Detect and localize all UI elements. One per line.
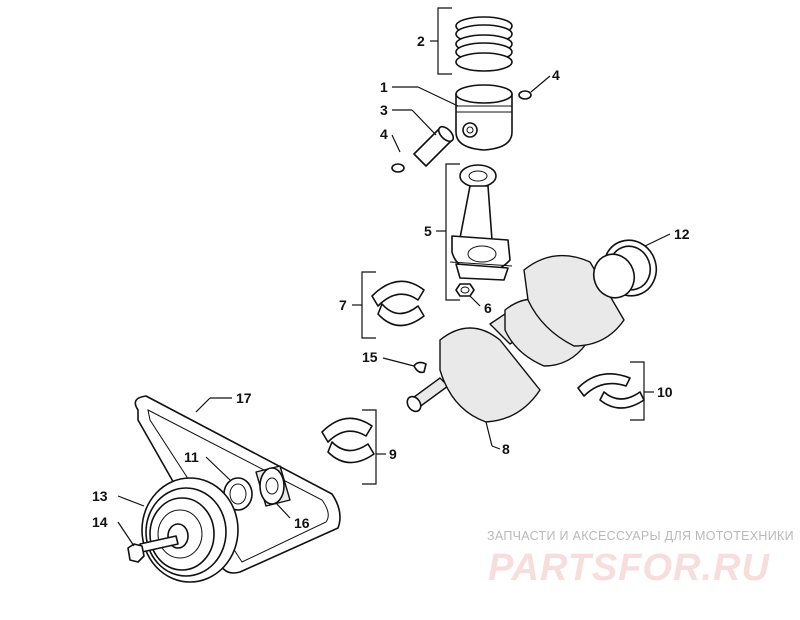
part-bearing-9: [321, 417, 375, 464]
bracket-2: [437, 7, 452, 75]
callout-4-right: 4: [552, 67, 560, 83]
leader-8: [485, 421, 493, 447]
part-rod-nut: [455, 283, 475, 297]
callout-13: 13: [92, 488, 108, 504]
callout-1: 1: [380, 79, 388, 95]
part-crankshaft: [406, 253, 636, 423]
callout-15: 15: [362, 349, 378, 365]
callout-12: 12: [674, 226, 690, 242]
part-bearing-7: [371, 280, 425, 327]
leader-8b: [491, 445, 501, 450]
part-pulley: [141, 477, 239, 583]
callout-8: 8: [502, 441, 510, 457]
callout-16: 16: [294, 515, 310, 531]
callout-17: 17: [236, 390, 252, 406]
callout-4-left: 4: [380, 126, 388, 142]
leader-15: [382, 357, 415, 367]
bracket-10: [630, 361, 645, 421]
part-piston-pin: [413, 125, 455, 167]
leader-16: [275, 502, 291, 519]
part-woodruff-key: [413, 361, 427, 374]
part-connecting-rod: [449, 164, 513, 281]
bracket-5: [445, 163, 460, 301]
part-circlip-right: [518, 90, 532, 100]
callout-6: 6: [484, 300, 492, 316]
callout-7: 7: [339, 297, 347, 313]
leader-4-left: [391, 134, 401, 153]
callout-14: 14: [92, 514, 108, 530]
leader-4-right: [530, 75, 551, 93]
part-drive-gear: [255, 465, 291, 507]
callout-9: 9: [389, 446, 397, 462]
watermark-logo-text: PARTSFOR.RU: [488, 547, 770, 589]
watermark: ЗАПЧАСТИ И АКСЕССУАРЫ ДЛЯ МОТОТЕХНИКИ PA…: [487, 529, 794, 589]
watermark-subtitle: ЗАПЧАСТИ И АКСЕССУАРЫ ДЛЯ МОТОТЕХНИКИ: [487, 529, 794, 543]
leader-1b: [417, 86, 459, 107]
leader-13: [117, 495, 145, 507]
callout-11: 11: [184, 449, 199, 465]
callout-3: 3: [380, 102, 388, 118]
bracket-7: [361, 271, 376, 339]
callout-5: 5: [424, 223, 432, 239]
callout-2: 2: [417, 33, 425, 49]
leader-14: [117, 521, 135, 547]
leader-12: [644, 233, 671, 247]
callout-10: 10: [657, 384, 673, 400]
part-piston: [455, 84, 513, 151]
leader-11: [205, 456, 231, 481]
part-piston-rings: [455, 16, 513, 72]
leader-3b: [411, 109, 437, 136]
part-pulley-bolt: [127, 535, 179, 563]
bracket-9: [362, 409, 377, 485]
part-bearing-10: [577, 372, 645, 409]
leader-17b: [195, 397, 211, 413]
part-circlip-left: [391, 163, 405, 173]
leader-6: [469, 295, 481, 307]
